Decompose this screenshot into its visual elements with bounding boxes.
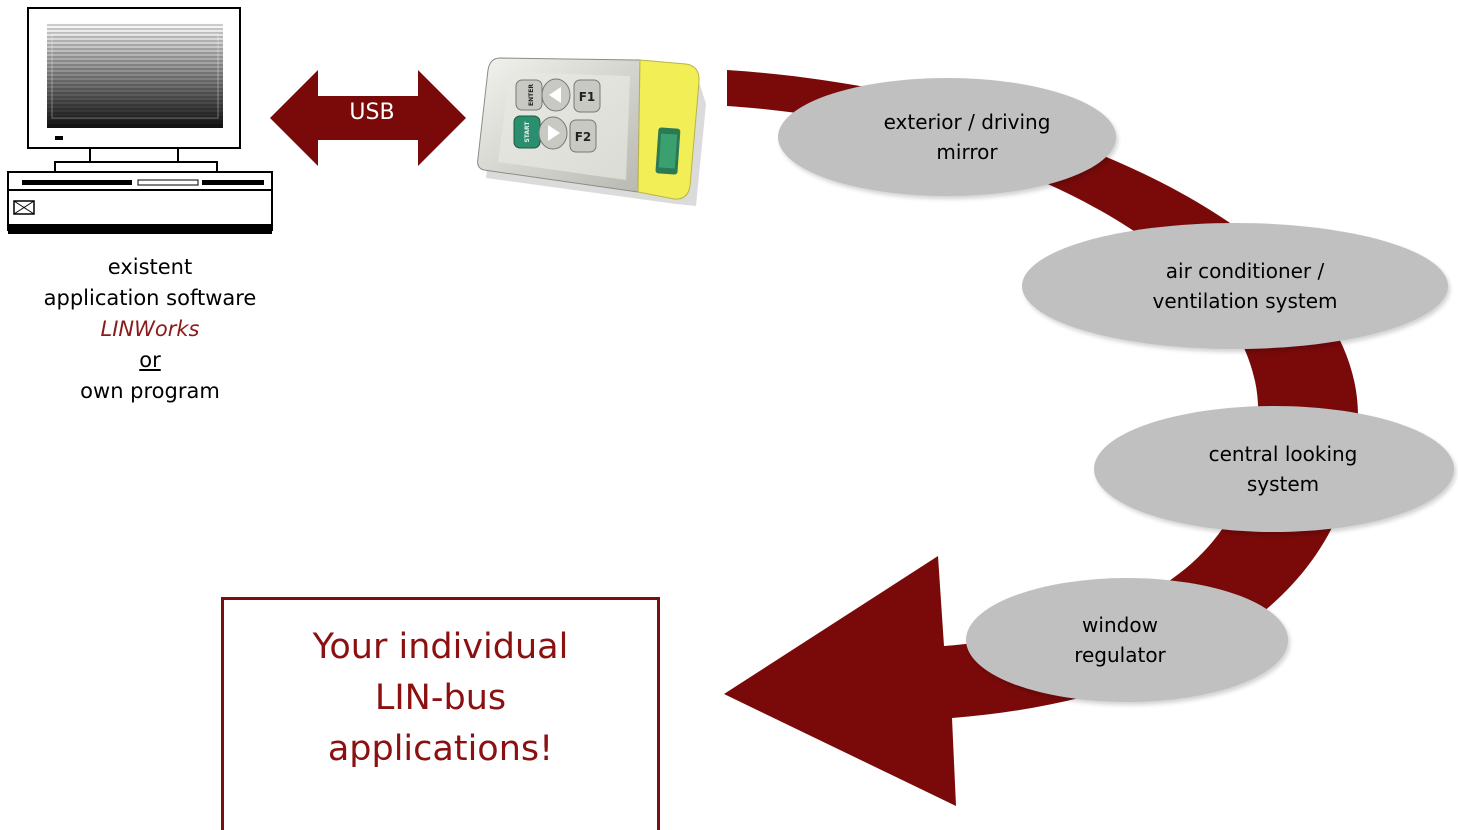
application-label: central looking system — [1208, 442, 1358, 496]
callout-line: LIN-bus — [374, 678, 507, 718]
usb-double-arrow — [270, 70, 466, 166]
key-enter-label: ENTER — [528, 84, 535, 106]
application-label: air conditioner / ventilation system — [1152, 259, 1338, 313]
caption-line: existent — [107, 255, 193, 279]
caption-line: own program — [80, 379, 220, 403]
caption-or: or — [139, 348, 161, 372]
application-label: window regulator — [1074, 613, 1166, 667]
lin-device-image: ENTER F1 START F2 — [477, 57, 706, 206]
application-label: exterior / driving mirror — [883, 110, 1051, 164]
application-bubble: central looking system — [1094, 406, 1454, 532]
callout-box: Your individual LIN-bus applications! — [221, 597, 660, 830]
software-name: LINWorks — [100, 317, 200, 341]
computer-icon — [7, 7, 273, 234]
svg-text:F1: F1 — [579, 90, 596, 104]
usb-label: USB — [349, 100, 395, 125]
application-bubble: air conditioner / ventilation system — [1022, 223, 1448, 349]
application-bubble: window regulator — [966, 578, 1288, 702]
svg-text:F2: F2 — [575, 130, 592, 144]
callout-line: Your individual — [312, 627, 569, 667]
computer-caption: existent application software LINWorks o… — [0, 252, 300, 407]
svg-text:START: START — [524, 121, 531, 143]
diagram: ENTER F1 START F2 USB existent applicati… — [0, 7, 1454, 830]
application-bubble: exterior / driving mirror — [778, 78, 1116, 196]
caption-line: application software — [43, 286, 257, 310]
callout-line: applications! — [327, 729, 554, 769]
